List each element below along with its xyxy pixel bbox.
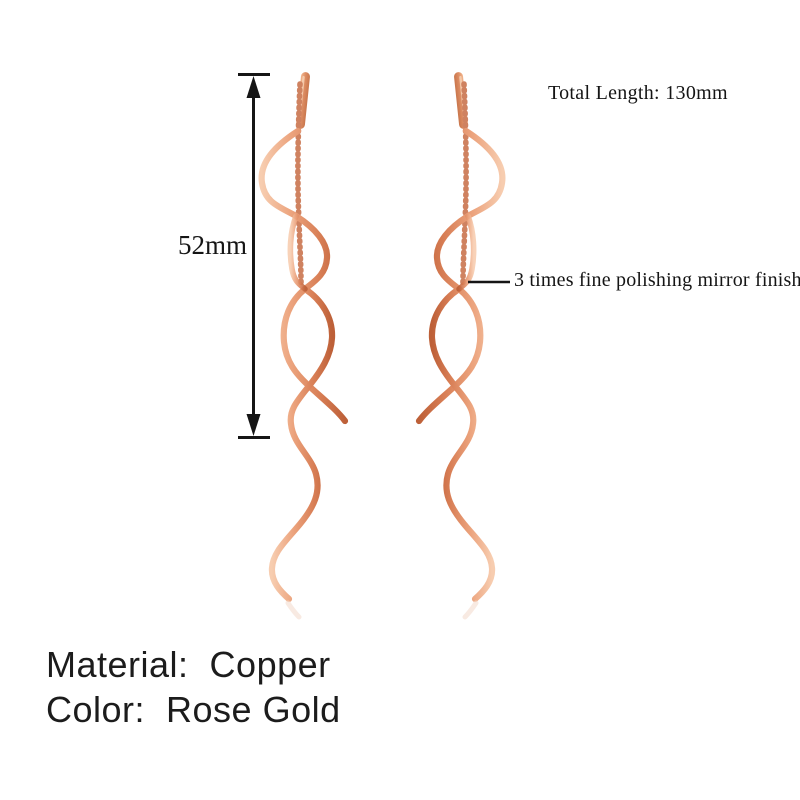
drop-length-label: 52mm bbox=[178, 230, 248, 260]
total-length-label: Total Length: 130mm bbox=[548, 82, 728, 104]
left-earring bbox=[262, 72, 345, 617]
dimension-arrow bbox=[238, 73, 270, 439]
product-specs: Material: Copper Color: Rose Gold bbox=[46, 642, 341, 732]
finish-note-label: 3 times fine polishing mirror finish bbox=[514, 269, 800, 291]
right-earring bbox=[419, 72, 502, 617]
material-spec: Material: Copper bbox=[46, 644, 331, 685]
color-spec: Color: Rose Gold bbox=[46, 689, 341, 730]
